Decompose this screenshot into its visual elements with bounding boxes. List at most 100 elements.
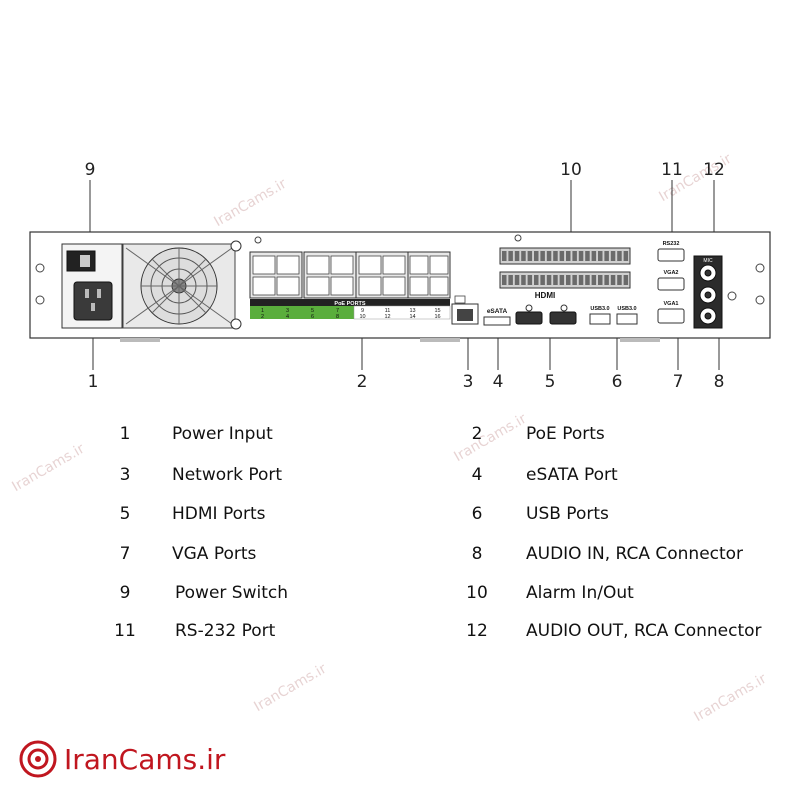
alarm-terminal-pin	[540, 251, 545, 261]
alarm-terminal-pin	[617, 275, 622, 285]
hdmi-port-2	[549, 311, 577, 325]
poe-port-number: 14	[409, 314, 415, 320]
brand-camera-icon	[19, 740, 57, 778]
alarm-terminal-pin	[585, 275, 590, 285]
rs232-label: RS232	[663, 241, 680, 247]
alarm-terminal-pin	[578, 275, 584, 285]
poe-port-number: 9	[361, 308, 364, 314]
poe-port-number: 13	[409, 308, 415, 314]
alarm-terminal-pin	[508, 251, 513, 261]
legend-label: AUDIO OUT, RCA Connector	[526, 621, 762, 641]
alarm-terminal-pin	[514, 275, 520, 285]
usb-port-1	[589, 313, 611, 325]
legend-label: eSATA Port	[526, 465, 618, 485]
poe-port-number: 3	[286, 308, 289, 314]
poe-port-number: 15	[434, 308, 440, 314]
alarm-terminal-pin	[604, 275, 609, 285]
alarm-terminal-pin	[566, 251, 571, 261]
esata-port	[483, 316, 511, 326]
alarm-terminal-pin	[572, 275, 577, 285]
legend-number: 9	[119, 583, 131, 603]
poe-port-number: 16	[434, 314, 440, 320]
vga-label: VGA2	[664, 270, 679, 276]
alarm-terminal-pin	[617, 251, 622, 261]
alarm-terminal-pin	[610, 275, 616, 285]
alarm-terminal-pin	[591, 251, 597, 261]
alarm-terminal-pin	[598, 275, 603, 285]
alarm-terminal-pin	[572, 251, 577, 261]
legend-label: USB Ports	[526, 504, 609, 524]
callout-number: 10	[560, 160, 582, 180]
callout-number: 9	[84, 160, 96, 180]
alarm-terminal-pin	[508, 275, 513, 285]
poe-header: PoE PORTS	[334, 301, 366, 307]
legend-number: 2	[471, 424, 483, 444]
alarm-terminal-pin	[604, 251, 609, 261]
alarm-terminal-pin	[546, 251, 552, 261]
legend-number: 3	[119, 465, 131, 485]
vga-port-1	[657, 308, 685, 324]
alarm-terminal-pin	[540, 275, 545, 285]
fan-grille	[122, 240, 242, 330]
callout-number: 5	[544, 372, 556, 392]
legend-label: Alarm In/Out	[526, 583, 634, 603]
usb-label: USB3.0	[617, 306, 636, 312]
mic-label: MIC	[703, 258, 713, 264]
legend-number: 11	[114, 621, 136, 641]
poe-green-area	[250, 306, 354, 319]
poe-port-number: 4	[286, 314, 289, 320]
callout-number: 7	[672, 372, 684, 392]
poe-port-number: 11	[385, 308, 391, 314]
callout-number: 4	[492, 372, 504, 392]
poe-port-number: 12	[384, 314, 390, 320]
poe-port-number: 8	[336, 314, 339, 320]
legend-label: PoE Ports	[526, 424, 605, 444]
legend-number: 6	[471, 504, 483, 524]
alarm-terminal-pin	[527, 275, 533, 285]
alarm-terminal-pin	[578, 251, 584, 261]
legend-label: Network Port	[172, 465, 283, 485]
alarm-terminal-pin	[502, 251, 507, 261]
alarm-terminal-pin	[521, 275, 526, 285]
legend-number: 10	[466, 583, 488, 603]
alarm-terminal-pin	[610, 251, 616, 261]
alarm-terminal-pin	[591, 275, 597, 285]
esata-label: eSATA	[487, 308, 508, 315]
callout-number: 8	[713, 372, 725, 392]
legend-label: AUDIO IN, RCA Connector	[526, 544, 744, 564]
poe-port-number: 7	[336, 308, 339, 314]
brand-logo: IranCams.ir	[18, 736, 225, 782]
poe-port-number: 5	[311, 308, 314, 314]
rs232-port	[657, 248, 685, 262]
alarm-terminal-pin	[566, 275, 571, 285]
legend-label: RS-232 Port	[175, 621, 276, 641]
legend-label: HDMI Ports	[172, 504, 266, 524]
legend-label: Power Switch	[175, 583, 289, 603]
alarm-terminal-pin	[598, 251, 603, 261]
poe-port-number: 6	[311, 314, 314, 320]
alarm-terminal-pin	[534, 251, 539, 261]
alarm-terminal-row	[499, 271, 631, 289]
callout-number: 6	[611, 372, 623, 392]
usb-port-2	[616, 313, 638, 325]
alarm-terminal-pin	[546, 275, 552, 285]
poe-port-number: 10	[359, 314, 365, 320]
poe-port-jacks	[252, 255, 449, 296]
alarm-terminal-blocks	[499, 247, 631, 289]
rca-connectors	[699, 264, 717, 325]
hdmi-label: HDMI	[535, 291, 555, 300]
callout-number: 11	[661, 160, 683, 180]
legend-number: 1	[119, 424, 131, 444]
legend-label: Power Input	[172, 424, 273, 444]
power-input-socket	[73, 281, 113, 321]
legend-number: 5	[119, 504, 131, 524]
alarm-terminal-pin	[559, 251, 565, 261]
alarm-terminal-pin	[623, 251, 629, 261]
alarm-terminal-pin	[527, 251, 533, 261]
callout-number: 2	[356, 372, 368, 392]
alarm-terminal-pin	[559, 275, 565, 285]
usb-label: USB3.0	[590, 306, 609, 312]
legend-number: 8	[471, 544, 483, 564]
alarm-terminal-pin	[534, 275, 539, 285]
callout-number: 1	[87, 372, 99, 392]
